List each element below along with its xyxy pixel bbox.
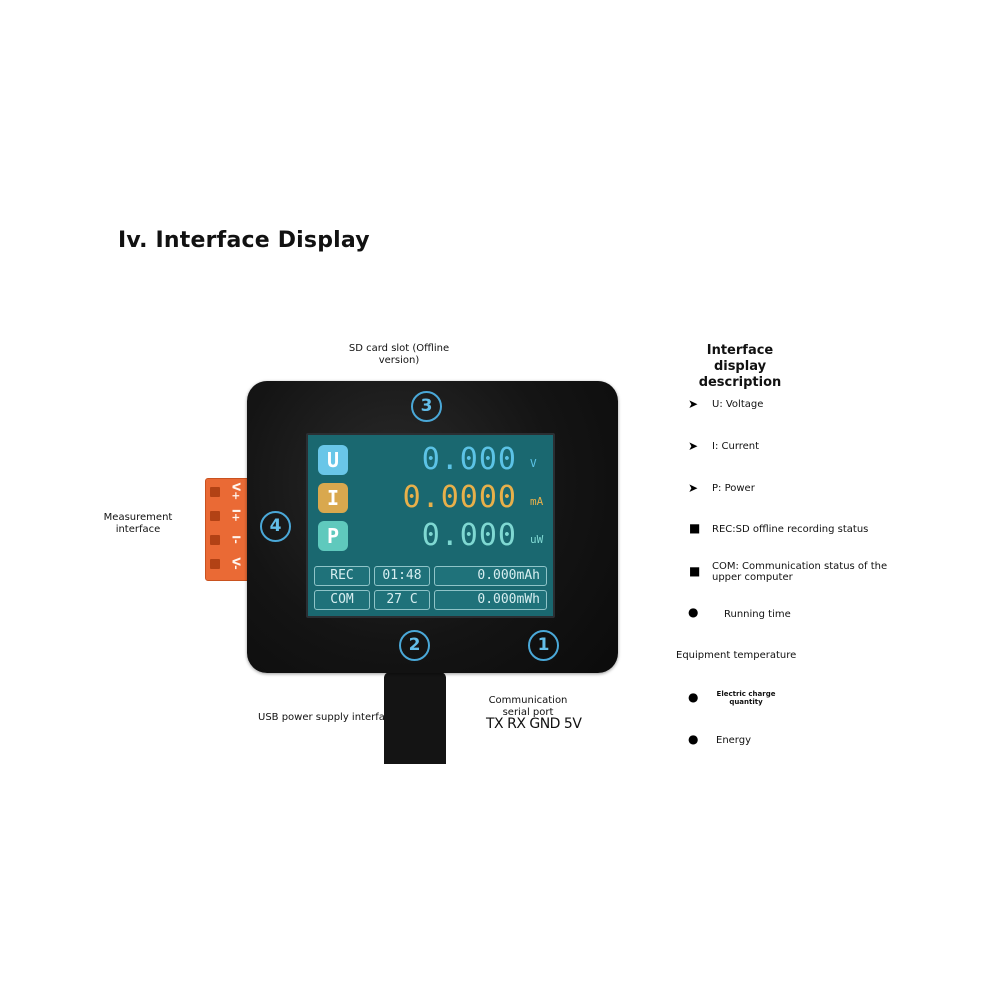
legend-title: Interface display description — [698, 343, 782, 390]
pin-slot — [210, 511, 220, 521]
circle-bullet-icon: ● — [688, 690, 699, 704]
pin-label-i-plus: I+ — [229, 508, 243, 523]
pin-slot — [210, 559, 220, 569]
square-bullet-icon: ■ — [689, 521, 701, 535]
badge-4: 4 — [260, 511, 291, 542]
sd-card-slot-label: SD card slot (Offline version) — [348, 343, 450, 366]
legend-item-energy: Energy — [716, 735, 752, 746]
voltage-unit: V — [530, 457, 537, 470]
lcd-screen: U 0.000 V I 0.0000 mA P 0.000 uW REC 01:… — [306, 433, 555, 618]
equipment-temperature: 27 C — [374, 590, 430, 610]
current-letter: I — [318, 483, 348, 513]
comm-port-label: Communication serial port — [488, 695, 568, 718]
pin-label-i-minus: I- — [229, 535, 243, 544]
voltage-value: 0.000 — [421, 442, 517, 477]
arrow-bullet-icon: ➤ — [688, 481, 699, 495]
power-value: 0.000 — [421, 518, 517, 553]
rec-status: REC — [314, 566, 370, 586]
usb-cable — [384, 672, 446, 764]
legend-item-voltage: U: Voltage — [712, 399, 764, 410]
comm-pins-label: TX RX GND 5V — [486, 716, 582, 732]
running-time: 01:48 — [374, 566, 430, 586]
legend-item-power: P: Power — [712, 483, 755, 494]
current-unit: mA — [530, 495, 544, 508]
usb-power-label: USB power supply interface — [258, 712, 397, 723]
legend-item-temperature: Equipment temperature — [676, 650, 797, 661]
legend-item-running-time: Running time — [724, 609, 791, 620]
pin-slot — [210, 535, 220, 545]
current-value: 0.0000 — [402, 480, 517, 515]
arrow-bullet-icon: ➤ — [688, 439, 699, 453]
charge-quantity: 0.000mAh — [434, 566, 547, 586]
voltage-letter: U — [318, 445, 348, 475]
badge-2: 2 — [399, 630, 430, 661]
page-title: Iv. Interface Display — [118, 228, 370, 253]
legend-item-com: COM: Communication status of the upper c… — [712, 561, 888, 583]
badge-1: 1 — [528, 630, 559, 661]
com-status: COM — [314, 590, 370, 610]
pin-label-v-plus: V+ — [229, 482, 243, 501]
pin-label-v-minus: V- — [229, 557, 243, 570]
circle-bullet-icon: ● — [688, 605, 699, 619]
power-letter: P — [318, 521, 348, 551]
arrow-bullet-icon: ➤ — [688, 397, 699, 411]
legend-item-rec: REC:SD offline recording status — [712, 524, 869, 535]
legend-item-charge: Electric charge quantity — [716, 690, 776, 706]
energy-value: 0.000mWh — [434, 590, 547, 610]
circle-bullet-icon: ● — [688, 732, 699, 746]
badge-3: 3 — [411, 391, 442, 422]
power-unit: uW — [530, 533, 544, 546]
measurement-interface-label: Measurement interface — [103, 512, 173, 535]
square-bullet-icon: ■ — [689, 564, 701, 578]
pin-slot — [210, 487, 220, 497]
legend-item-current: I: Current — [712, 441, 760, 452]
